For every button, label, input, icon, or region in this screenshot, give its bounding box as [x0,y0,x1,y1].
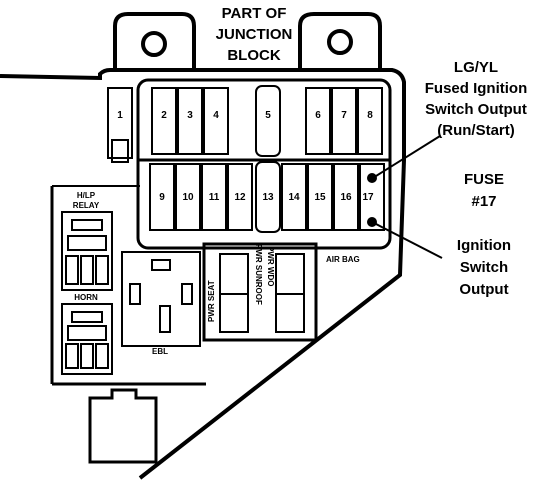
pwr-wdo-label: PWR WDO [266,246,275,286]
lgyl-label-line-3: Switch Output [425,101,527,118]
fuse-slot-13: 13 [255,161,281,233]
svg-text:11: 11 [209,192,220,203]
fuse-slot-7: 7 [331,87,357,155]
svg-text:10: 10 [182,192,194,203]
fuse-panel-frame [136,78,392,250]
air-bag-label: AIR BAG [326,255,360,264]
svg-text:8: 8 [367,110,373,121]
fuse-label-line-1: FUSE [464,171,504,188]
svg-text:12: 12 [234,192,246,203]
part-of-label-line-3: BLOCK [227,47,280,64]
ignition-label-line-3: Output [459,281,508,298]
part-of-label-line-2: JUNCTION [216,26,293,43]
leader-lgyl [375,135,441,177]
fuse-17-terminal-top [367,173,377,183]
circuit-breaker-block [202,242,318,342]
hlp-relay-label-line-1: H/LP [77,191,96,200]
fuse-slot-10: 10 [175,163,201,231]
ignition-label-line-2: Switch [460,259,508,276]
leader-ignition-output [375,223,443,259]
fuse-17-terminal-bottom [367,217,377,227]
ebl-label: EBL [152,347,168,356]
svg-text:1: 1 [117,110,123,121]
svg-text:2: 2 [161,110,167,121]
ebl-module [121,251,201,347]
horn-relay-label: HORN [74,293,98,302]
svg-text:4: 4 [213,110,219,121]
fuse-slot-2: 2 [151,87,177,155]
fuse-slot-14: 14 [281,163,307,231]
svg-text:3: 3 [187,110,193,121]
fuse-slot-12: 12 [227,163,253,231]
svg-text:15: 15 [314,192,326,203]
fuse-slot-9: 9 [149,163,175,231]
svg-text:7: 7 [341,110,347,121]
fuse-slot-11: 11 [201,163,227,231]
fuse-slot-8: 8 [357,87,383,155]
hlp-relay-label-line-2: RELAY [73,201,100,210]
lgyl-label-line-2: Fused Ignition [425,80,528,97]
fuse-slot-4: 4 [203,87,229,155]
pwr-seat-label: PWR SEAT [207,280,216,322]
svg-text:17: 17 [362,192,374,203]
ignition-label-line-1: Ignition [457,237,511,254]
fuse-label-line-2: #17 [471,193,496,210]
fuse-slot-6: 6 [305,87,331,155]
svg-text:16: 16 [340,192,352,203]
svg-text:6: 6 [315,110,321,121]
fuse-slot-1: 1 [107,87,133,163]
svg-text:9: 9 [159,192,165,203]
fuse-slot-16: 16 [333,163,359,231]
fuse-slot-17: 17 [359,163,385,231]
lgyl-label-line-1: LG/YL [454,59,498,76]
bottom-connector [88,388,158,464]
horn-relay [61,303,113,375]
lgyl-label-line-4: (Run/Start) [437,122,515,139]
svg-text:5: 5 [265,110,271,121]
mounting-tab-left [113,12,196,72]
fuse-slot-15: 15 [307,163,333,231]
fuse-slot-3: 3 [177,87,203,155]
pwr-sunroof-label: PWR SUNROOF [254,244,263,305]
mounting-tab-right [298,12,382,72]
hlp-relay [61,211,113,291]
junction-block-outline [0,68,406,480]
fuse-slot-5: 5 [255,85,281,157]
part-of-label-line-1: PART OF [222,5,287,22]
svg-text:14: 14 [288,192,300,203]
svg-text:13: 13 [262,192,274,203]
